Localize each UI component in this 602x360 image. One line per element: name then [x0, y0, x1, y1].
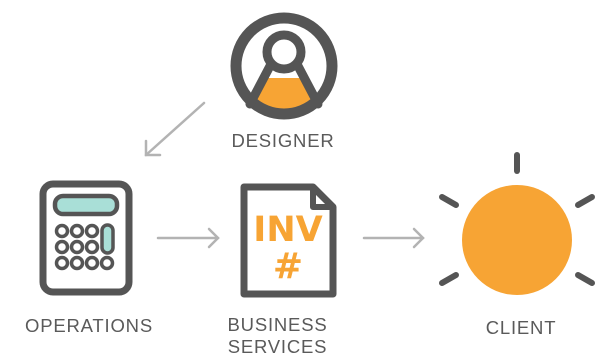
designer-label: DESIGNER — [231, 130, 335, 151]
calculator-icon — [39, 180, 133, 296]
invoice-document-icon: INV # — [240, 183, 337, 298]
operations-label: OPERATIONS — [25, 315, 153, 336]
business-label-line2: SERVICES — [227, 336, 328, 357]
invoice-text-inv: INV — [253, 210, 322, 250]
arrow-operations-to-business — [156, 227, 220, 249]
sun-icon — [439, 152, 595, 295]
arrow-business-to-client — [362, 227, 425, 249]
client-label: CLIENT — [485, 317, 557, 338]
invoice-text-hash: # — [273, 246, 303, 287]
business-services-label: BUSINESS SERVICES — [210, 314, 345, 358]
user-avatar-icon — [230, 12, 338, 120]
business-label-line1: BUSINESS — [227, 314, 328, 335]
arrow-designer-to-operations — [144, 101, 206, 157]
